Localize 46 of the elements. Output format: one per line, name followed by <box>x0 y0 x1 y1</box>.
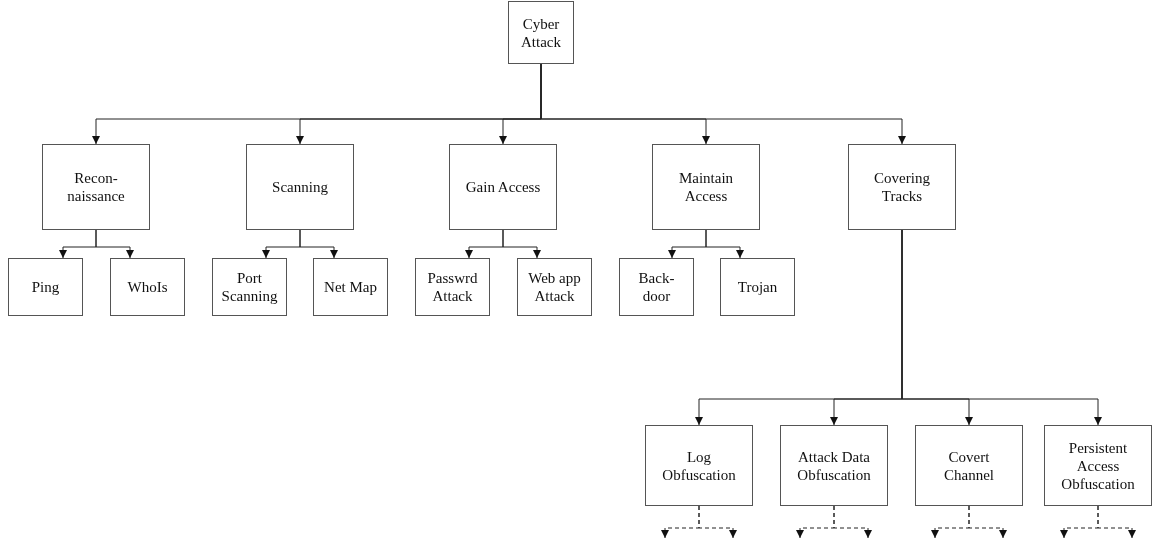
box-label: Covering Tracks <box>873 169 931 205</box>
arrow <box>502 229 541 259</box>
box-label: Cyber Attack <box>520 14 562 51</box>
process-box <box>42 144 150 230</box>
process-box <box>8 258 83 316</box>
process-box <box>415 258 490 316</box>
box-label: Log Obfuscation <box>661 447 737 484</box>
process-box <box>449 144 557 230</box>
box-label: Back- door <box>637 269 676 305</box>
process-box <box>780 425 888 506</box>
process-box <box>517 258 592 316</box>
arrow <box>968 505 1007 539</box>
process-box <box>246 144 354 230</box>
box-label: Recon- naissance <box>66 169 126 205</box>
box-label: Net Map <box>324 278 377 296</box>
box-label: Trojan <box>737 278 778 296</box>
process-box <box>313 258 388 316</box>
box-label: Maintain Access <box>677 169 735 205</box>
process-box <box>508 1 574 64</box>
process-box <box>1044 425 1152 506</box>
box-label: Passwrd Attack <box>426 269 479 305</box>
box-label: Web app Attack <box>527 269 582 305</box>
process-box <box>848 144 956 230</box>
box-label: Gain Access <box>465 178 541 196</box>
box-label: Port Scanning <box>220 269 279 305</box>
box-label: Ping <box>31 278 60 296</box>
process-box <box>720 258 795 316</box>
box-label: Attack Data Obfuscation <box>796 447 872 484</box>
arrow <box>833 505 872 539</box>
process-box <box>645 425 753 506</box>
process-box <box>652 144 760 230</box>
arrow <box>1097 505 1136 539</box>
arrow <box>705 229 744 259</box>
process-box <box>915 425 1023 506</box>
box-label: WhoIs <box>127 278 168 296</box>
box-label: Scanning <box>272 178 328 196</box>
arrow <box>299 229 338 259</box>
process-box <box>110 258 185 316</box>
box-label: Covert Channel <box>943 447 995 484</box>
box-label: Persistent Access Obfuscation <box>1060 438 1136 493</box>
arrow <box>901 229 1102 426</box>
arrow <box>95 229 134 259</box>
process-box <box>212 258 287 316</box>
process-box <box>619 258 694 316</box>
arrow <box>540 63 906 145</box>
arrow <box>698 505 737 539</box>
